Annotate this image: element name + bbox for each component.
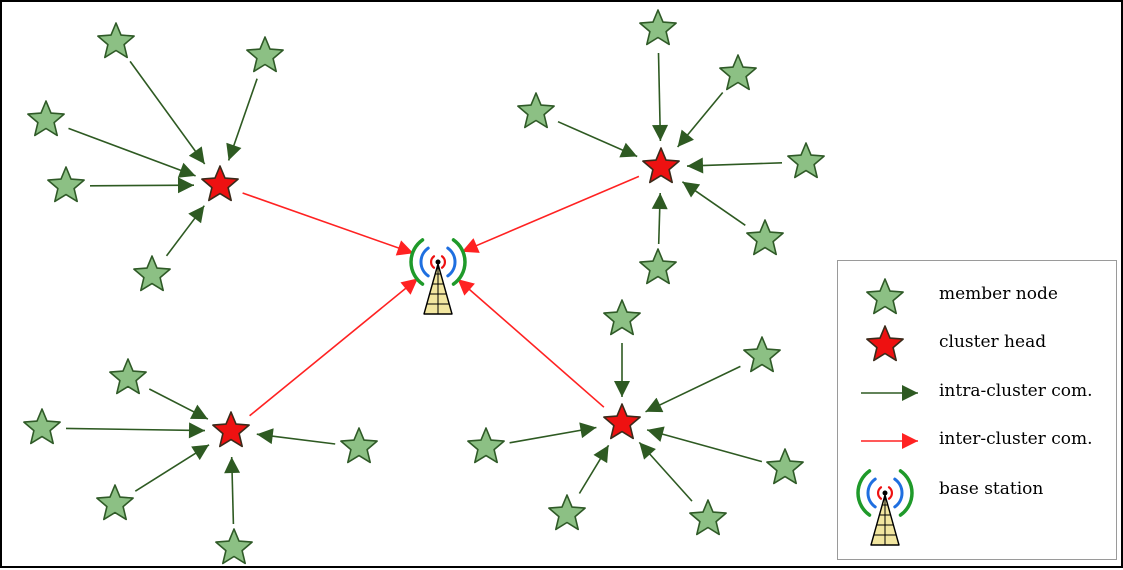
member-node-bottom-right-3 <box>467 427 505 464</box>
intra-arrow-top-right-3 <box>557 120 638 158</box>
legend-label-cluster-head: cluster head <box>939 332 1047 352</box>
nodes-layer <box>23 9 825 565</box>
cluster-head-top-right <box>642 147 680 184</box>
intra-arrow-bottom-left-5 <box>224 456 241 525</box>
legend: member node cluster head intra-cluster c… <box>837 260 1117 560</box>
inter-arrow-bottom-right <box>457 278 605 408</box>
cluster-head-top-left <box>201 165 239 202</box>
member-node-top-left-1 <box>97 22 135 59</box>
intra-arrow-top-right-1 <box>652 52 669 142</box>
intra-arrow-bottom-right-2 <box>645 365 741 413</box>
intra-arrow-bottom-left-3 <box>256 428 336 445</box>
inter-arrow-bottom-left <box>249 277 419 417</box>
member-node-bottom-left-3 <box>340 427 378 464</box>
legend-symbols <box>856 278 918 546</box>
intra-arrow-bottom-right-4 <box>646 426 763 463</box>
member-node-top-right-3 <box>517 92 555 129</box>
member-node-top-right-5 <box>746 219 784 256</box>
intra-arrow-top-right-2 <box>676 91 724 148</box>
intra-arrow-top-right-5 <box>681 181 746 226</box>
member-node-top-right-2 <box>719 54 757 91</box>
member-node-bottom-right-5 <box>548 494 586 531</box>
legend-cluster-head-icon <box>866 325 904 362</box>
legend-label-inter-cluster: inter-cluster com. <box>939 429 1093 449</box>
intra-arrow-bottom-right-6 <box>638 441 693 502</box>
intra-arrow-bottom-left-1 <box>148 388 209 420</box>
legend-label-member-node: member node <box>939 284 1058 304</box>
member-node-top-left-5 <box>133 255 171 292</box>
intra-arrow-top-left-4 <box>89 177 195 194</box>
legend-member-node-icon <box>866 278 904 315</box>
legend-label-intra-cluster: intra-cluster com. <box>939 381 1093 401</box>
intra-arrow-bottom-right-3 <box>509 422 597 444</box>
intra-arrow-bottom-left-4 <box>134 444 210 492</box>
member-node-bottom-right-6 <box>689 499 727 536</box>
intra-arrow-top-right-4 <box>686 157 783 174</box>
legend-label-base-station: base station <box>939 479 1044 499</box>
intra-arrow-top-left-5 <box>165 205 205 257</box>
member-node-bottom-right-4 <box>766 448 804 485</box>
member-node-top-right-4 <box>787 142 825 179</box>
edges-layer <box>65 52 783 525</box>
intra-arrow-top-left-3 <box>68 127 196 178</box>
base-station-icon <box>409 238 467 315</box>
member-node-bottom-right-1 <box>603 299 641 336</box>
member-node-top-left-4 <box>47 166 85 203</box>
member-node-top-left-3 <box>27 100 65 137</box>
member-node-bottom-right-2 <box>743 336 781 373</box>
intra-arrow-top-left-1 <box>129 60 206 165</box>
member-node-bottom-left-4 <box>96 484 134 521</box>
intra-arrow-bottom-left-2 <box>65 422 206 439</box>
intra-arrow-top-left-2 <box>226 78 258 161</box>
intra-arrow-top-right-6 <box>651 192 668 245</box>
member-node-bottom-left-2 <box>23 408 61 445</box>
inter-arrow-top-left <box>242 192 414 256</box>
member-node-top-left-2 <box>246 36 284 73</box>
member-node-bottom-left-1 <box>109 358 147 395</box>
member-node-bottom-left-5 <box>215 528 253 565</box>
cluster-head-bottom-right <box>603 403 641 440</box>
legend-antenna-icon <box>856 469 914 546</box>
intra-arrow-bottom-right-5 <box>578 444 610 494</box>
inter-arrow-top-right <box>461 175 640 253</box>
cluster-head-bottom-left <box>212 411 250 448</box>
member-node-top-right-1 <box>639 9 677 46</box>
member-node-top-right-6 <box>639 248 677 285</box>
